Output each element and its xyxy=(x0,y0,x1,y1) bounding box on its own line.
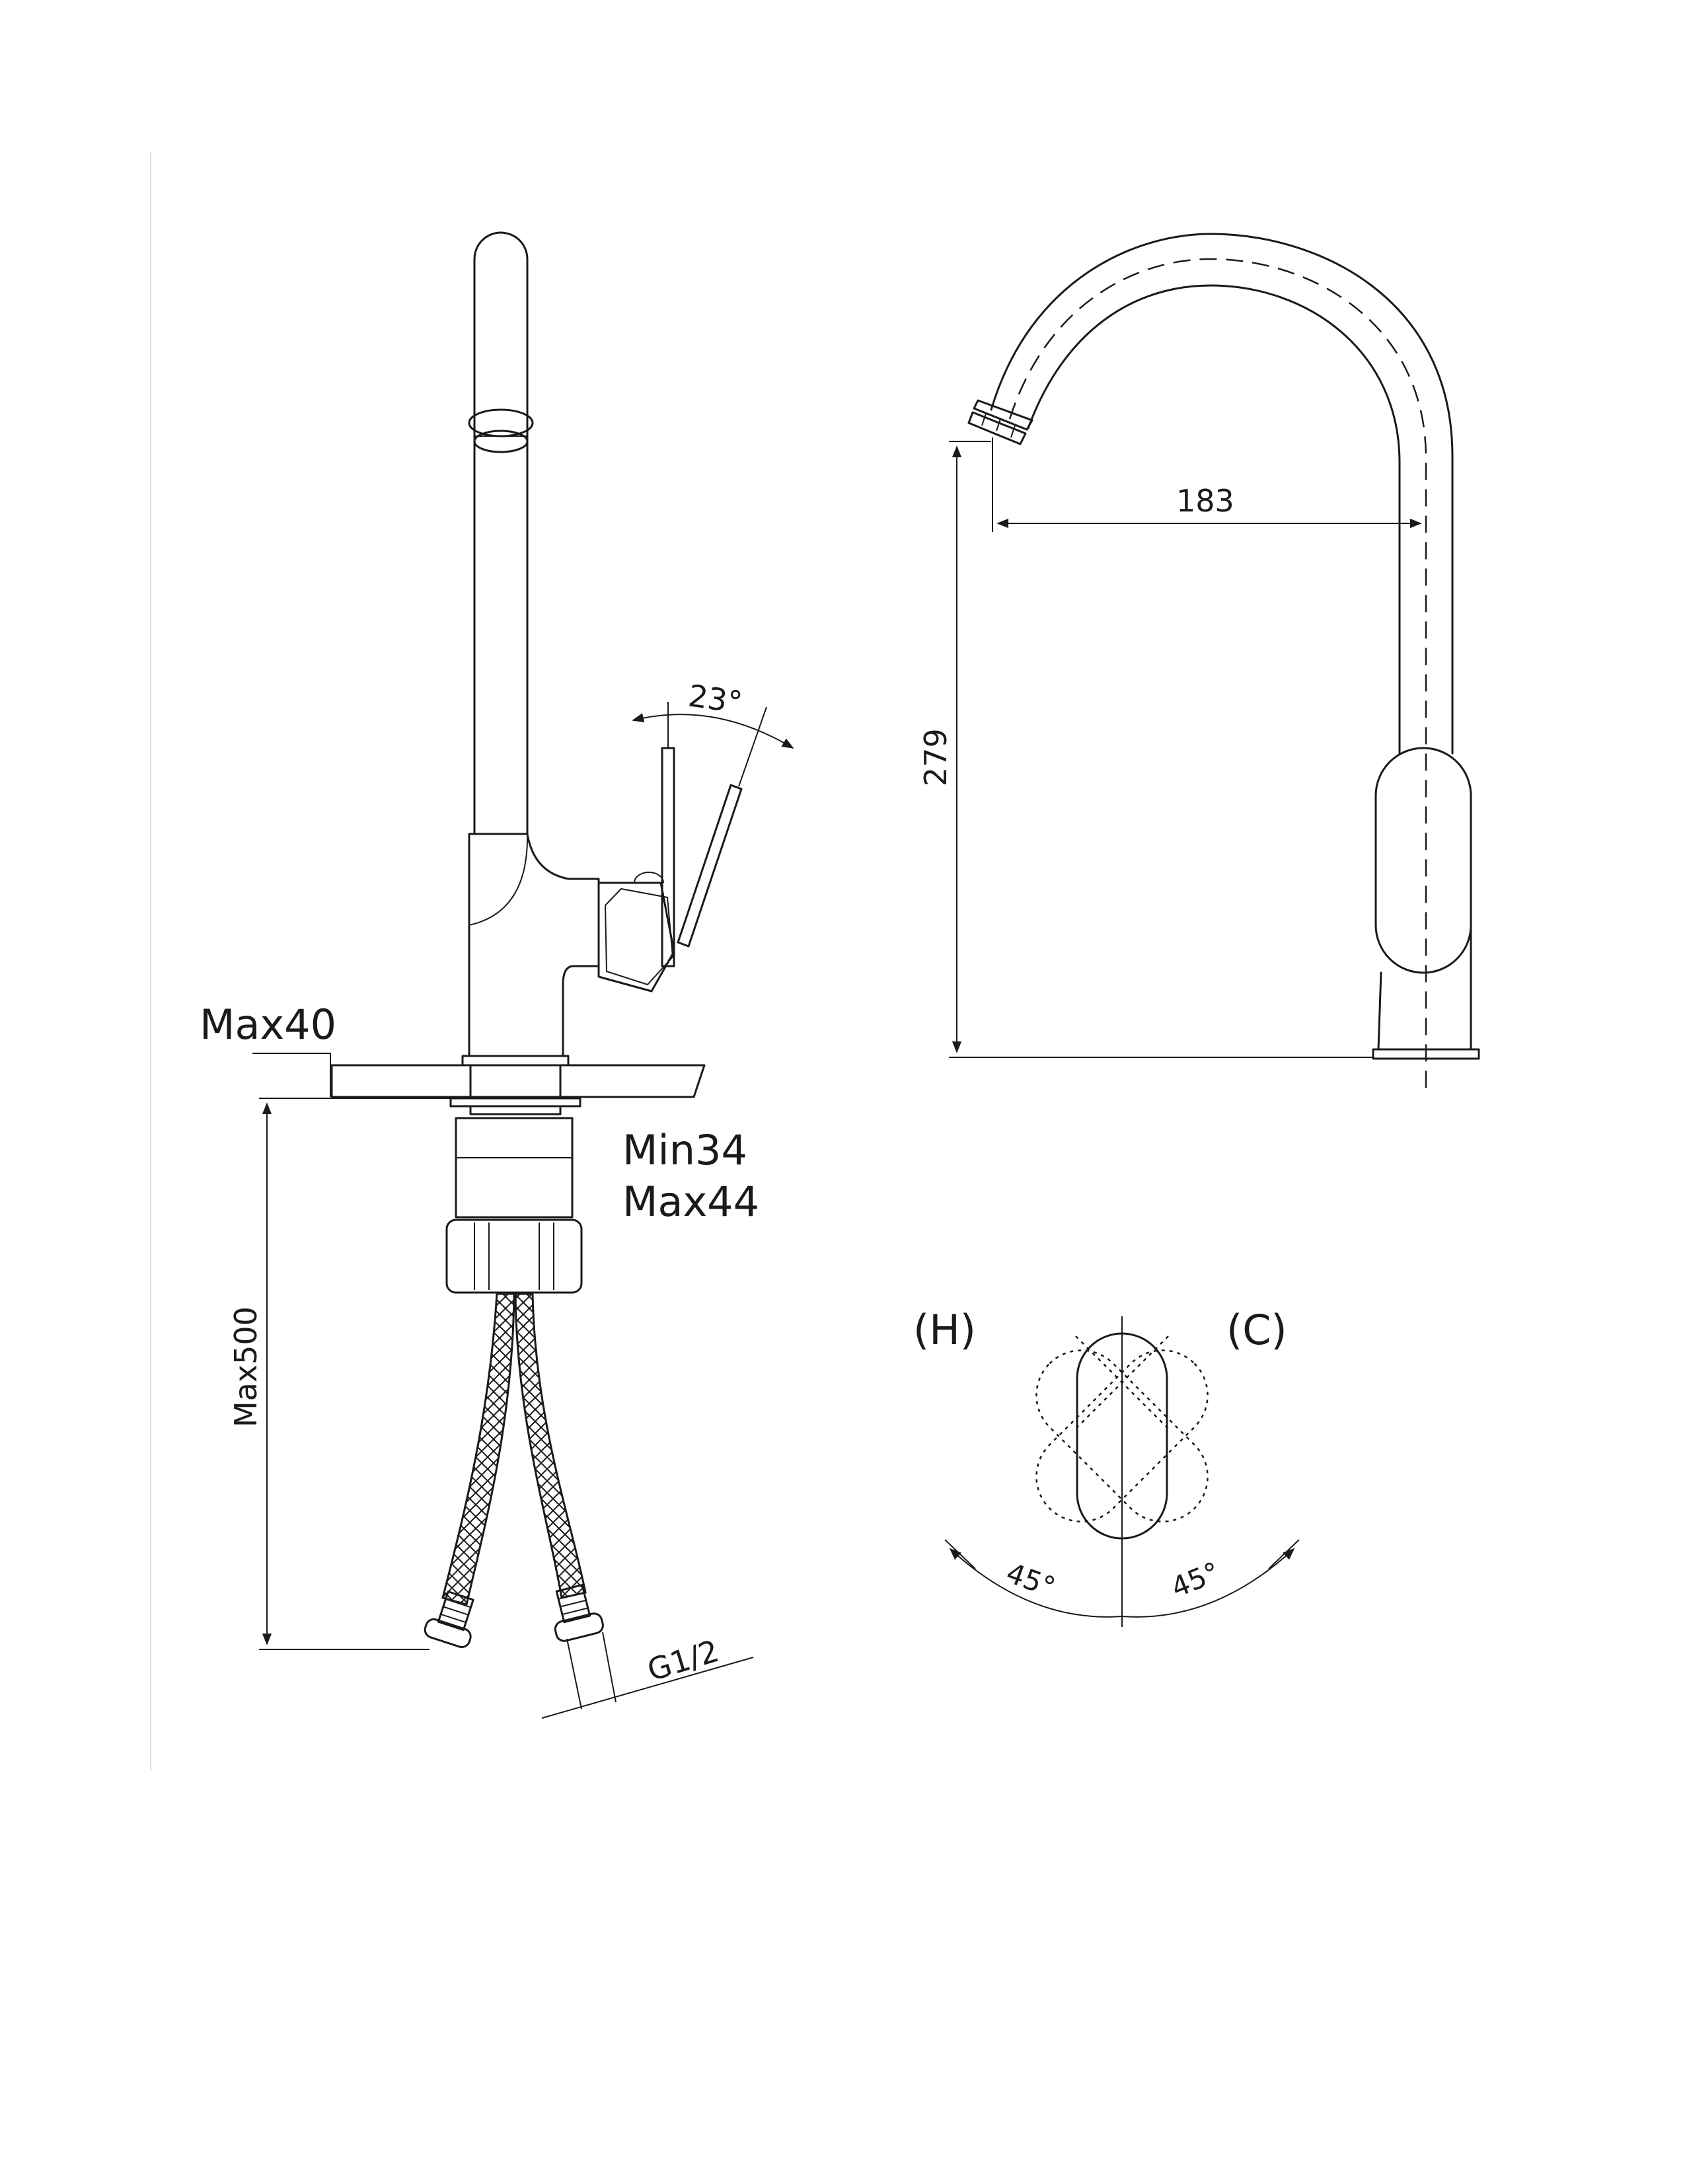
spout-reach-label: 183 xyxy=(1176,483,1234,519)
handle-angle-dimension: 23° xyxy=(632,677,794,787)
gooseneck-centerline xyxy=(1008,258,1427,1097)
spout-reach-dimension: 183 xyxy=(992,437,1422,532)
rotation-arc xyxy=(949,1548,1295,1618)
spout-height-label: 279 xyxy=(918,728,954,786)
hot-label: (H) xyxy=(913,1306,976,1354)
hose-connector-cold xyxy=(554,1583,604,1642)
deck-and-base xyxy=(330,1055,706,1115)
gooseneck-inner xyxy=(1027,284,1401,755)
flexible-hoses xyxy=(424,1293,604,1648)
connection-thread-dimension: G1/2 xyxy=(541,1632,754,1719)
front-body xyxy=(1372,747,1480,1060)
front-view: 183 279 xyxy=(918,233,1480,1097)
lever-cold-position xyxy=(1035,1349,1209,1523)
faucet-body xyxy=(468,833,675,1057)
mixing-handle xyxy=(661,747,743,967)
clamp-range-min-label: Min34 xyxy=(622,1126,747,1174)
gooseneck-outer xyxy=(990,233,1454,755)
cold-angle-label: 45° xyxy=(1166,1556,1224,1604)
clamp-range-max-label: Max44 xyxy=(622,1178,759,1226)
mounting-shank xyxy=(445,1117,583,1294)
spout-height-dimension: 279 xyxy=(918,441,1373,1058)
handle-angle-label: 23° xyxy=(686,677,744,720)
hose-length-dimension: Max500 xyxy=(228,1098,456,1650)
spout-tube xyxy=(468,231,534,835)
deck-thickness-dimension: Max40 xyxy=(200,1000,336,1097)
hot-angle-label: 45° xyxy=(1002,1556,1060,1604)
side-view: 23° xyxy=(200,231,794,1719)
lever-center-position xyxy=(1076,1332,1168,1540)
connection-thread-label: G1/2 xyxy=(643,1633,723,1688)
deck-thickness-label: Max40 xyxy=(200,1000,336,1049)
aerator xyxy=(967,399,1033,445)
hose-length-label: Max500 xyxy=(228,1306,264,1427)
hose-connector-hot xyxy=(424,1591,474,1648)
handle-rotation-view: (H) (C) 45° 45° xyxy=(913,1306,1300,1627)
lever-hot-position xyxy=(1035,1349,1209,1523)
cold-label: (C) xyxy=(1226,1306,1287,1354)
